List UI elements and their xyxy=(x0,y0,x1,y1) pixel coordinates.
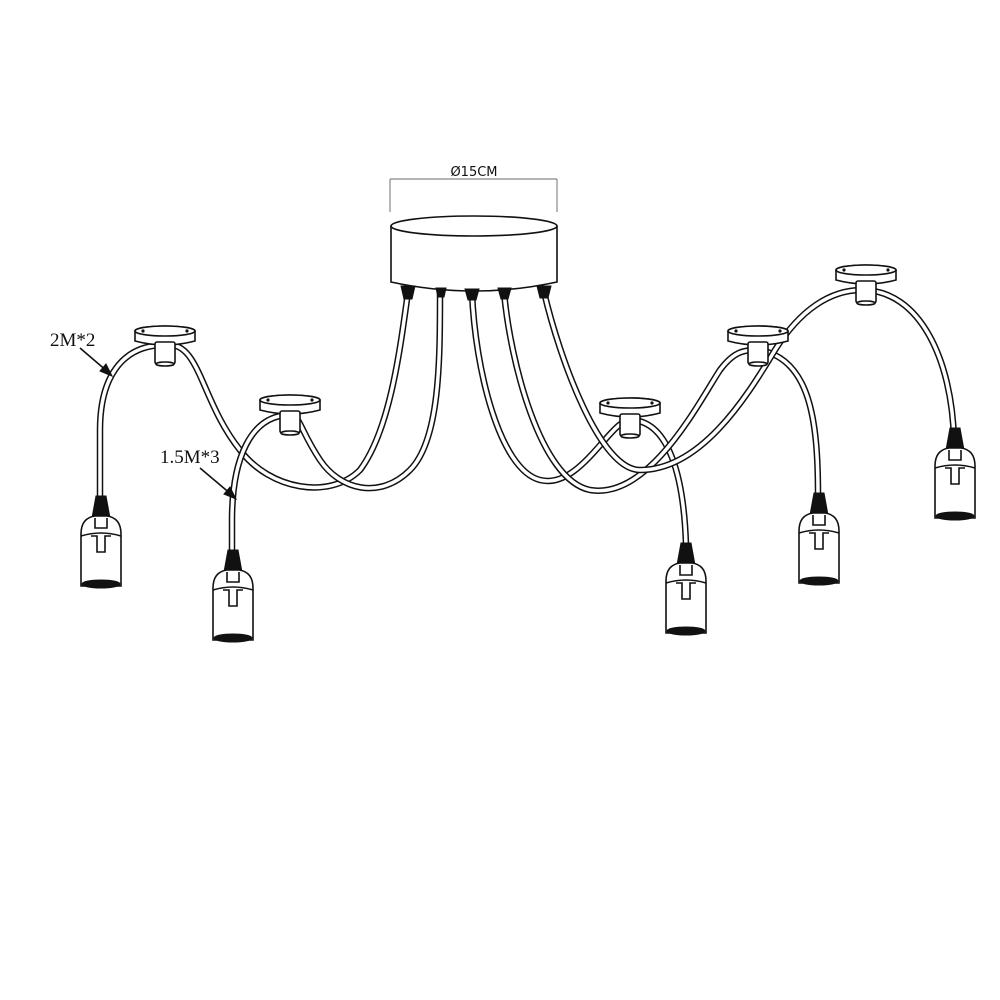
lamp-socket-5 xyxy=(934,427,976,521)
canopy xyxy=(390,215,558,301)
lamp-socket-2 xyxy=(212,549,254,643)
short-cable-label: 1.5M*3 xyxy=(160,447,220,468)
lamp-socket-4 xyxy=(798,492,840,586)
lamp-socket-3 xyxy=(665,542,707,636)
arrow-icon xyxy=(99,363,114,377)
cable-gland-3 xyxy=(464,288,480,301)
canopy-diameter-label: Ø15CM xyxy=(450,165,497,180)
lamp-socket-1 xyxy=(80,495,122,589)
long-cable-label: 2M*2 xyxy=(50,330,95,351)
canopy-dimension: Ø15CM xyxy=(389,165,558,212)
ceiling-hook-2 xyxy=(259,394,321,436)
cable-gland-4 xyxy=(497,287,512,300)
cable-gland-1 xyxy=(400,285,416,300)
cable-gland-5 xyxy=(536,285,552,299)
ceiling-hook-5 xyxy=(835,264,897,306)
cable-gland-2 xyxy=(435,287,447,298)
annotation-short-cable: 1.5M*3 xyxy=(160,447,238,500)
cable-short-center xyxy=(468,288,690,549)
arrow-icon xyxy=(223,486,238,500)
annotation-long-cable: 2M*2 xyxy=(50,330,114,377)
